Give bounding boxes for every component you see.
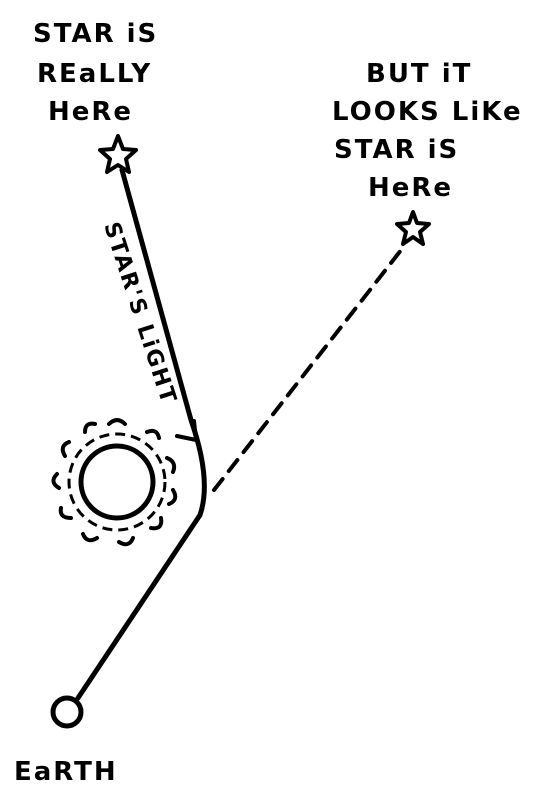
real-star-label-line3: HeRe <box>48 97 133 127</box>
real-star-label: STAR iS REaLLY HeRe <box>33 19 158 127</box>
apparent-star-label-line1: BUT iT <box>366 59 472 89</box>
apparent-star-label: BUT iT LOOKS LiKe STAR iS HeRe <box>332 59 523 203</box>
real-star-label-line1: STAR iS <box>33 19 158 49</box>
earth-label: EaRTH <box>14 757 118 787</box>
earth-icon <box>53 698 81 726</box>
real-star-label-line2: REaLLY <box>37 59 152 89</box>
apparent-sight-line <box>214 245 405 490</box>
light-path-arrow-icon <box>177 421 196 440</box>
light-path-line <box>78 170 204 698</box>
apparent-star-icon <box>397 212 429 244</box>
apparent-star-label-line3: STAR iS <box>334 135 459 165</box>
sun-icon <box>53 420 175 544</box>
apparent-star-label-line4: HeRe <box>368 173 453 203</box>
light-path-label: STAR'S LiGHT <box>98 219 181 408</box>
real-star-icon <box>100 136 136 172</box>
apparent-star-label-line2: LOOKS LiKe <box>332 97 523 127</box>
